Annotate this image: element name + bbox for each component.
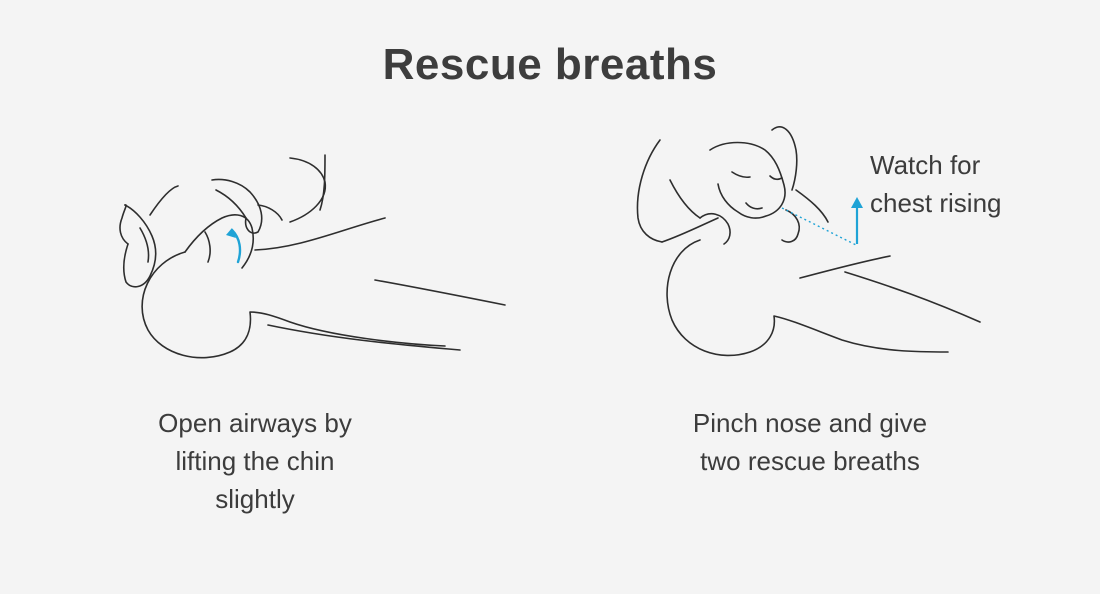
- caption-line: lifting the chin: [175, 446, 335, 476]
- page-title: Rescue breaths: [382, 40, 718, 89]
- watch-chest-note: Watch for chest rising: [870, 146, 1002, 222]
- caption-open-airways: Open airways by lifting the chin slightl…: [100, 404, 410, 518]
- note-line: chest rising: [870, 188, 1002, 218]
- caption-rescue-breaths: Pinch nose and give two rescue breaths: [640, 404, 980, 480]
- caption-line: slightly: [215, 484, 295, 514]
- illustration-open-airways: [0, 0, 550, 400]
- rescue-breaths-drawing: [636, 126, 981, 357]
- caption-line: two rescue breaths: [700, 446, 920, 476]
- open-airways-drawing: [119, 154, 506, 359]
- illustration-rescue-breaths: [560, 0, 1040, 400]
- caption-line: Open airways by: [158, 408, 352, 438]
- note-line: Watch for: [870, 150, 981, 180]
- caption-line: Pinch nose and give: [692, 408, 928, 438]
